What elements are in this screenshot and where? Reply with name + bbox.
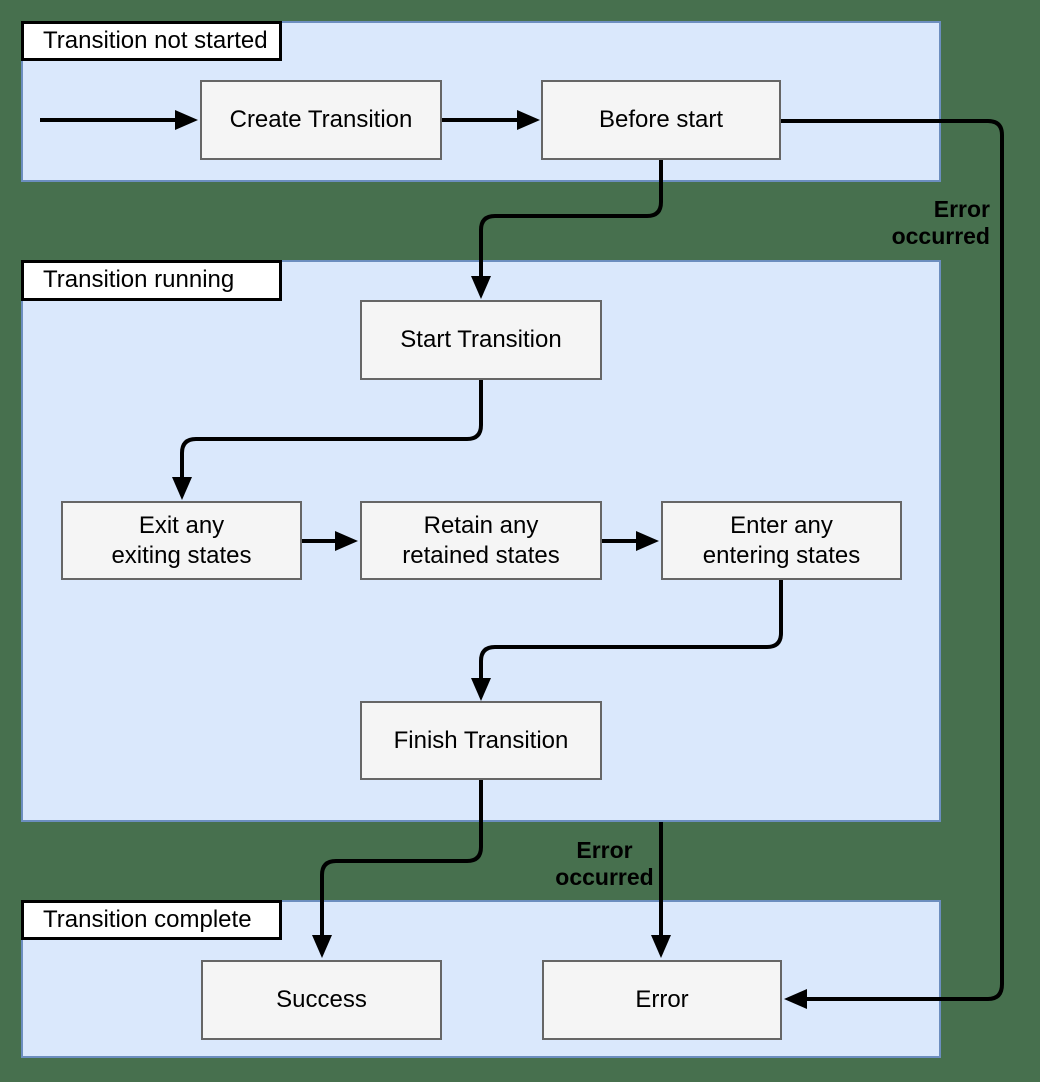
edge-label-line2: occurred xyxy=(891,223,990,249)
node-label-line1: Exit any xyxy=(138,511,225,539)
edge-label-line1: Error xyxy=(933,196,990,222)
node-label-line1: Retain any xyxy=(423,511,539,539)
node-label: Start Transition xyxy=(400,326,562,353)
node-label-line2: retained states xyxy=(402,541,560,569)
node-success: Success xyxy=(201,960,442,1040)
node-exit-any-exiting-states: Exit any exiting states xyxy=(61,501,302,580)
section-title-transition-not-started: Transition not started xyxy=(21,21,282,61)
node-label: Finish Transition xyxy=(393,726,569,754)
node-before-start: Before start xyxy=(541,80,781,160)
edge-label-error-occurred-top: Error occurred xyxy=(850,196,990,250)
node-enter-any-entering-states: Enter any entering states xyxy=(661,501,902,580)
edge-label-error-occurred-bottom: Error occurred xyxy=(537,837,672,891)
node-label: Create Transition xyxy=(229,106,413,133)
node-label: Before start xyxy=(598,106,724,133)
node-start-transition: Start Transition xyxy=(360,300,602,380)
section-title-text: Transition not started xyxy=(43,27,268,54)
node-finish-transition: Finish Transition xyxy=(360,701,602,780)
node-label-line1: Enter any xyxy=(730,511,833,539)
node-label-line2: entering states xyxy=(702,541,861,569)
node-error: Error xyxy=(542,960,782,1040)
node-label-line2: exiting states xyxy=(111,541,252,569)
node-retain-any-retained-states: Retain any retained states xyxy=(360,501,602,580)
node-create-transition: Create Transition xyxy=(200,80,442,160)
section-title-transition-running: Transition running xyxy=(21,260,282,301)
edge-label-line1: Error xyxy=(576,837,633,863)
edge-label-line2: occurred xyxy=(555,864,654,890)
section-title-text: Transition running xyxy=(43,266,235,293)
section-title-transition-complete: Transition complete xyxy=(21,900,282,940)
node-label: Error xyxy=(635,986,689,1013)
section-title-text: Transition complete xyxy=(43,906,252,933)
node-label: Success xyxy=(276,986,367,1013)
